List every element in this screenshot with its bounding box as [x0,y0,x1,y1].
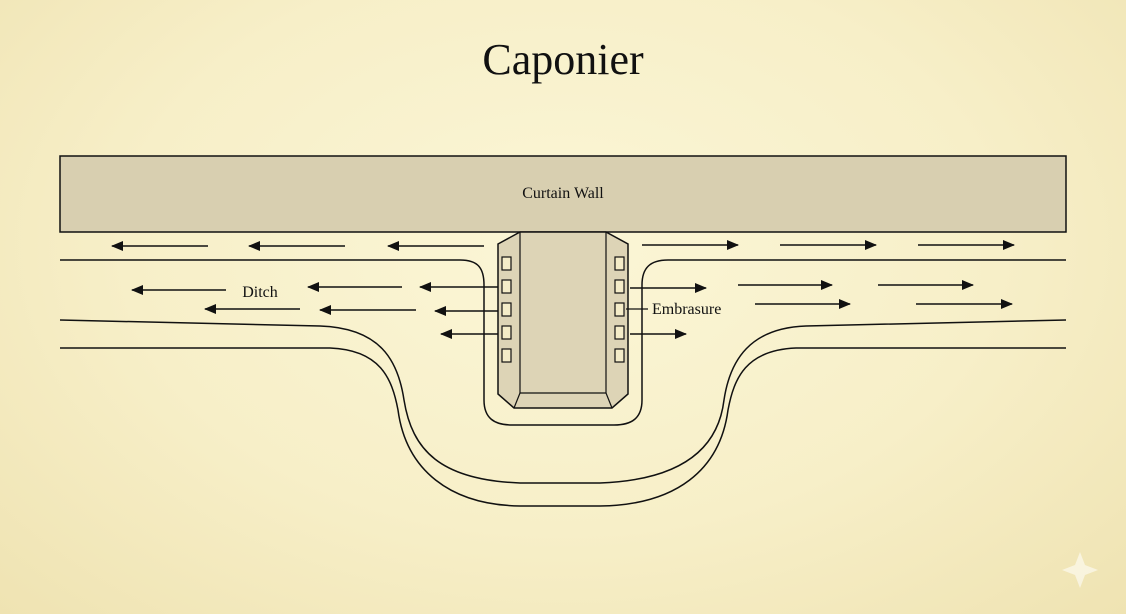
ditch-outline [59,259,1067,507]
embrasure-slot-icon [501,256,625,363]
sparkle-icon [1062,552,1098,588]
page-title: Caponier [482,35,644,84]
embrasure-label: Embrasure [652,301,721,318]
curtain-wall-label: Curtain Wall [522,185,604,202]
fire-arrow-icon [111,240,1015,339]
ditch-label: Ditch [242,284,278,301]
caponier [459,231,669,426]
curtain-wall [59,155,1067,233]
